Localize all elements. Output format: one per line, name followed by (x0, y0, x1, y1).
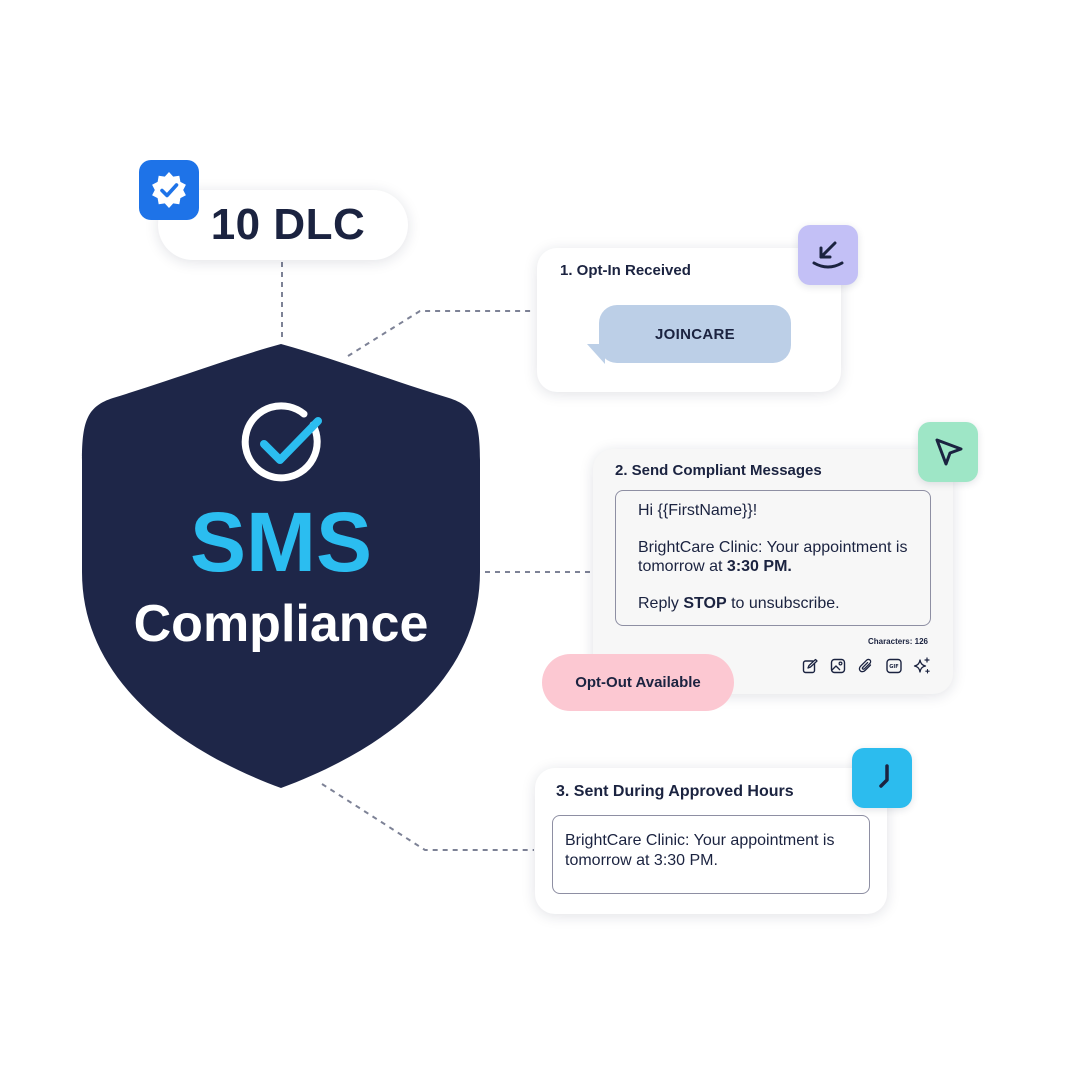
image-icon[interactable] (829, 657, 847, 675)
step-optin-title: 1. Opt-In Received (560, 262, 691, 279)
step-send-title: 2. Send Compliant Messages (615, 462, 822, 479)
step-send-card: 2. Send Compliant Messages Hi {{FirstNam… (593, 449, 953, 694)
verified-badge-icon (139, 160, 199, 220)
check-circle-icon (241, 402, 322, 482)
connector-step1 (347, 310, 535, 357)
message-body: BrightCare Clinic: Your appointment is t… (638, 539, 908, 575)
step-optin-card: 1. Opt-In Received JOINCARE (537, 248, 841, 392)
optin-keyword-bubble: JOINCARE (599, 305, 791, 363)
sparkle-icon[interactable] (913, 657, 931, 675)
step-hours-card: 3. Sent During Approved Hours BrightCare… (535, 768, 887, 914)
message-greeting: Hi {{FirstName}}! (638, 502, 758, 519)
shield (82, 344, 480, 788)
shield-subtitle: Compliance (133, 595, 429, 653)
clock-icon (852, 748, 912, 808)
scheduled-message: BrightCare Clinic: Your appointment is t… (552, 815, 870, 894)
shield-title: SMS (189, 495, 373, 589)
gif-icon[interactable]: GIF (885, 657, 903, 675)
message-editor[interactable]: Hi {{FirstName}}! BrightCare Clinic: You… (615, 490, 931, 626)
download-arrow-icon (798, 225, 858, 285)
dlc-label: 10 DLC (210, 200, 366, 249)
svg-text:GIF: GIF (889, 664, 898, 670)
send-cursor-icon (918, 422, 978, 482)
step-hours-title: 3. Sent During Approved Hours (556, 783, 794, 800)
attachment-icon[interactable] (857, 657, 875, 675)
character-count: Characters: 126 (867, 637, 928, 646)
optout-tag: Opt-Out Available (542, 654, 734, 711)
message-toolbar: GIF (801, 657, 931, 675)
dlc-badge: 10 DLC (158, 190, 408, 260)
edit-icon[interactable] (801, 657, 819, 675)
message-reply: Reply STOP to unsubscribe. (638, 595, 840, 612)
connector-step3 (321, 783, 534, 851)
